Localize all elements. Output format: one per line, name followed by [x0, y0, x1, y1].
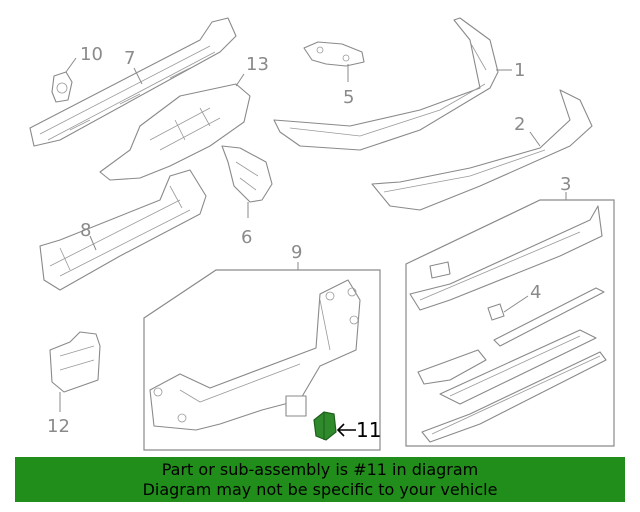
part-10-bracket: [51, 71, 73, 103]
part-7-reinforcement: [29, 17, 237, 147]
part-8-impact-bar: [39, 169, 207, 291]
callout-7: 7: [124, 48, 135, 69]
info-banner: Part or sub-assembly is #11 in diagram D…: [15, 457, 625, 502]
callout-11-arrow: [336, 423, 356, 437]
callout-12: 12: [47, 416, 70, 437]
part-5-bracket: [303, 41, 365, 67]
callout-8: 8: [80, 220, 91, 241]
callout-9: 9: [291, 242, 302, 263]
callout-2: 2: [514, 114, 525, 135]
banner-line-2: Diagram may not be specific to your vehi…: [142, 479, 498, 499]
part-3-trim-set: [409, 205, 607, 443]
callout-6: 6: [241, 227, 252, 248]
part-12-module: [49, 331, 101, 393]
part-6-side-bracket: [221, 145, 273, 203]
panel-9: [143, 269, 381, 451]
panel-3: [405, 199, 615, 447]
callout-4: 4: [530, 282, 541, 303]
callout-1: 1: [514, 60, 525, 81]
callout-3: 3: [560, 174, 571, 195]
callout-13: 13: [246, 54, 269, 75]
callout-11: 11: [356, 418, 381, 442]
part-1-bumper-cover: [273, 17, 499, 151]
banner-line-1: Part or sub-assembly is #11 in diagram: [161, 459, 479, 479]
callout-5: 5: [343, 87, 354, 108]
part-11-highlighted[interactable]: [313, 411, 337, 441]
part-4-clip: [487, 303, 505, 321]
part-13-absorber: [99, 83, 251, 181]
part-9-hitch: [149, 279, 361, 431]
callout-10: 10: [80, 44, 103, 65]
part-2-valance: [371, 89, 593, 211]
